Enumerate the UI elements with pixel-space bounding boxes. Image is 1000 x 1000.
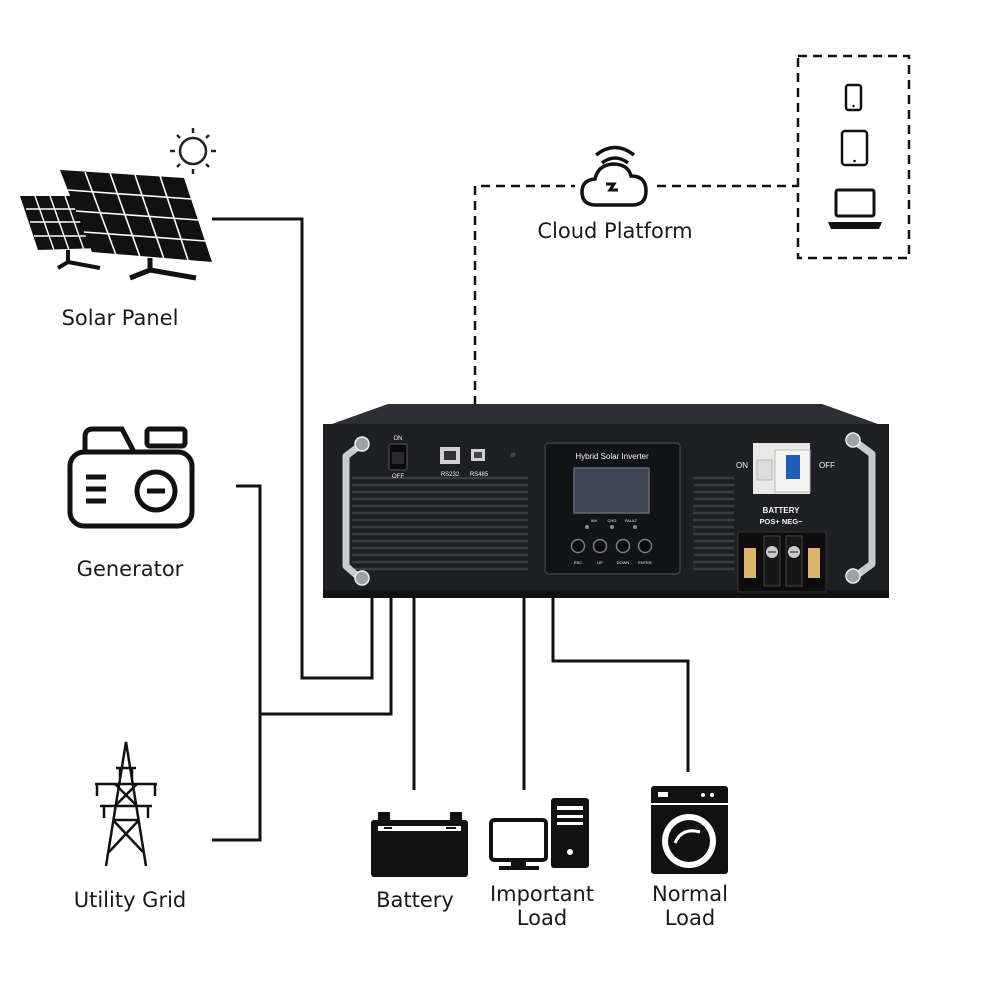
battery-icon <box>371 812 468 877</box>
battery-label: Battery <box>376 888 454 912</box>
laptop-icon <box>828 188 882 229</box>
cloud-wifi-icon <box>580 145 648 207</box>
normal-load-connection-line <box>551 598 690 772</box>
utility-grid-icon <box>95 741 157 867</box>
cloud-dashed-line <box>473 184 575 405</box>
power-switch-off-label: OFF <box>392 474 404 480</box>
lcd-screen <box>573 467 650 514</box>
rs232-port: RS232 <box>440 447 460 478</box>
utility-grid-label: Utility Grid <box>73 888 187 912</box>
rs232-label: RS232 <box>441 472 460 478</box>
solar-panel-label: Solar Panel <box>61 306 179 330</box>
panel-title: Hybrid Solar Inverter <box>575 452 649 461</box>
cloud-connection-lines <box>473 54 911 405</box>
tablet-icon <box>840 129 869 167</box>
phone-icon <box>844 83 863 112</box>
hybrid-inverter: ON OFF RS232 RS485 Hybrid Solar Inverter… <box>323 404 889 598</box>
important-load-label-line2: Load <box>516 906 568 930</box>
battery-terminal-label: BATTERY <box>763 506 801 515</box>
up-button[interactable] <box>592 538 608 554</box>
solar-connection-line <box>212 217 374 680</box>
battery-breaker[interactable]: ON OFF <box>736 443 835 494</box>
cloud-platform-label: Cloud Platform <box>537 219 693 243</box>
right-handle <box>845 432 876 584</box>
esc-label: ESC <box>574 560 582 565</box>
rs485-port: RS485 <box>470 449 489 478</box>
up-label: UP <box>597 560 603 565</box>
right-vent-grille <box>693 476 734 571</box>
power-switch-on-label: ON <box>394 436 403 442</box>
grid-connection-line <box>260 598 393 716</box>
left-handle <box>342 436 370 586</box>
normal-load-label-line2: Load <box>664 906 716 930</box>
generator-label: Generator <box>76 557 184 581</box>
battery-polarity-label: POS+ NEG− <box>760 517 804 526</box>
breaker-on-label: ON <box>736 461 748 470</box>
enter-label: ENTER <box>638 560 652 565</box>
devices-dashed-box <box>796 54 911 260</box>
enter-button[interactable] <box>637 538 653 554</box>
battery-terminal-block <box>737 531 827 593</box>
esc-button[interactable] <box>570 538 586 554</box>
left-vent-grille <box>352 476 528 571</box>
control-panel: Hybrid Solar Inverter INV CHG FAULT ESC … <box>544 442 681 575</box>
led-label-chg: CHG <box>608 518 617 523</box>
breaker-off-label: OFF <box>819 461 835 470</box>
connection-lines <box>212 217 690 842</box>
solar-panel-icon <box>20 128 216 281</box>
generator-icon <box>67 426 195 529</box>
power-switch[interactable]: ON OFF <box>388 436 408 480</box>
rs485-label: RS485 <box>470 472 489 478</box>
down-label: DOWN <box>617 560 630 565</box>
important-load-label-line1: Important <box>489 882 595 906</box>
led-label-inv: INV <box>591 518 598 523</box>
led-label-fault: FAULT <box>625 518 638 523</box>
normal-load-label-line1: Normal <box>652 882 728 906</box>
led-fault <box>633 525 637 529</box>
computer-icon <box>489 798 589 870</box>
inverter-top <box>332 404 878 424</box>
sun-icon <box>170 128 216 174</box>
washing-machine-icon <box>651 786 728 874</box>
generator-connection-line <box>212 484 262 842</box>
led-chg <box>610 525 614 529</box>
led-inv <box>585 525 589 529</box>
down-button[interactable] <box>615 538 631 554</box>
